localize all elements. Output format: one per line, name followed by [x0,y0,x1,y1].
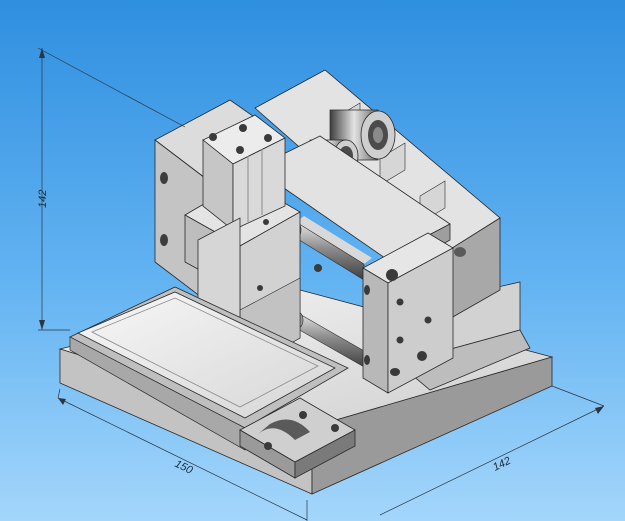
dimension-width-right-label: 142 [491,455,513,474]
dimension-height [37,47,186,331]
work-pad [69,286,349,451]
dimension-width-left-label: 150 [173,458,196,477]
dimension-width-left [57,388,308,521]
pneumatic-cylinder [202,114,286,231]
front-end-plate [362,232,454,394]
dimension-height-label: 142 [37,190,49,208]
front-clamp [239,397,356,479]
dimension-width-right [379,385,605,516]
